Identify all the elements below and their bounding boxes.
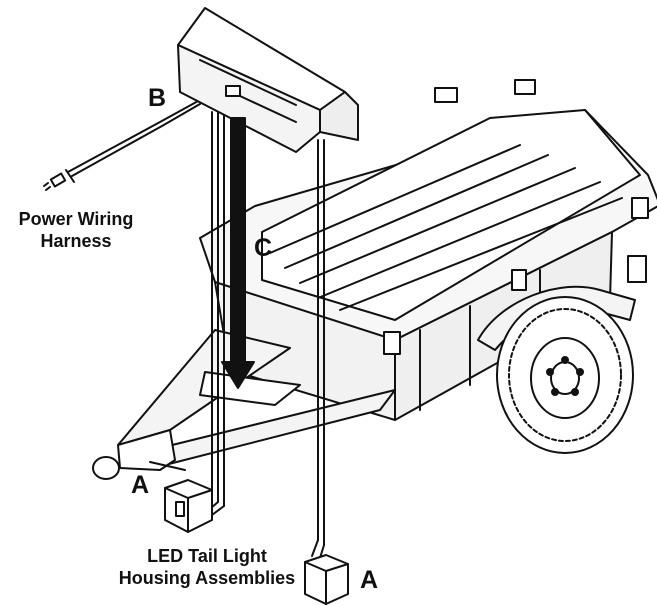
wheel-and-fender <box>477 285 636 454</box>
power-harness-line2: Harness <box>40 231 112 251</box>
wiring-control-box <box>177 7 359 153</box>
tail-light-caption: LED Tail Light Housing Assemblies <box>95 545 319 589</box>
tail-light-line2: Housing Assemblies <box>118 568 296 588</box>
install-direction-arrow <box>221 117 255 389</box>
power-wiring-harness <box>43 99 201 191</box>
tail-light-housing-left <box>164 479 213 533</box>
label-c: C <box>254 234 273 262</box>
tail-light-line1: LED Tail Light <box>147 546 267 566</box>
label-b: B <box>148 84 167 112</box>
tail-light-housing-right <box>304 554 349 605</box>
power-harness-line1: Power Wiring <box>18 209 134 229</box>
power-harness-caption: Power Wiring Harness <box>0 208 152 252</box>
label-a-right: A <box>360 566 379 594</box>
label-a-left: A <box>131 471 150 499</box>
